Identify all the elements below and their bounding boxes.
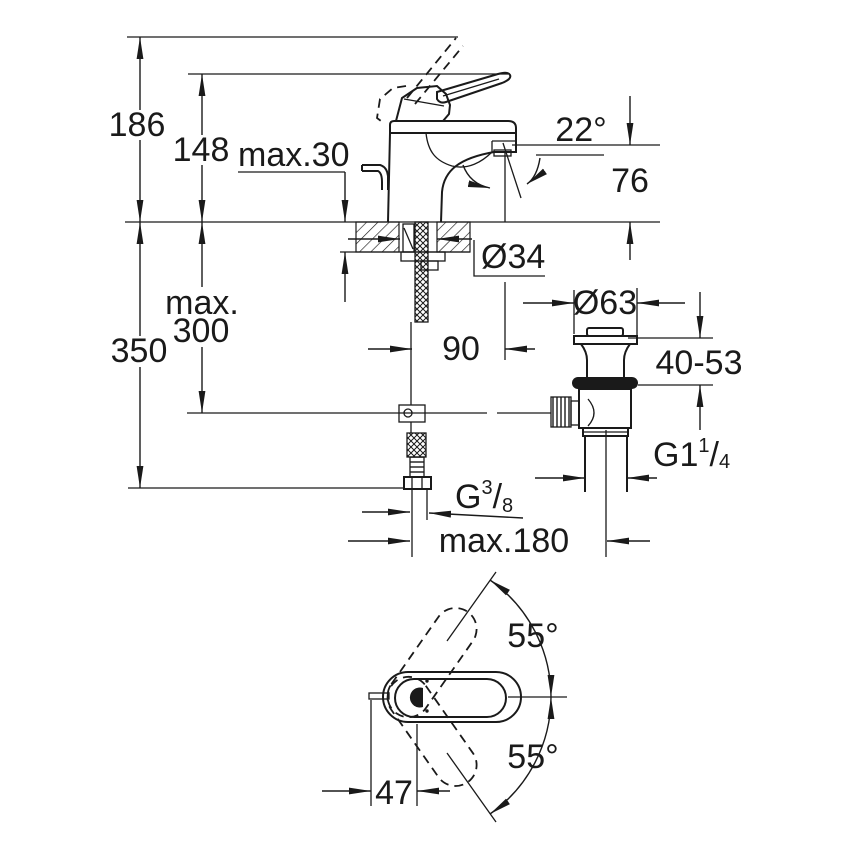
supply-hose bbox=[406, 432, 427, 458]
faucet-lever bbox=[394, 71, 512, 122]
top-view-drawing: 55° 55° 47 bbox=[322, 571, 567, 823]
pop-up-waste bbox=[550, 327, 638, 557]
deck-hatch-left bbox=[355, 221, 400, 253]
deck-hatch-right bbox=[436, 221, 471, 253]
label-overall-height: 186 bbox=[109, 106, 166, 144]
swing-up-arc bbox=[489, 579, 555, 698]
waste-flange-seal bbox=[572, 377, 638, 389]
faucet-lever-raised-dashed bbox=[376, 37, 464, 122]
label-deck-thickness: max.30 bbox=[238, 136, 350, 174]
swing-down-ray bbox=[446, 752, 497, 823]
label-basin-thickness-range: 40-53 bbox=[656, 344, 743, 382]
label-spout-tip-height: 148 bbox=[173, 131, 230, 169]
side-view-drawing: 186 148 max.30 22° 76 Ø34 Ø63 max. 300 3… bbox=[109, 36, 743, 560]
label-outlet-height: 76 bbox=[611, 162, 649, 200]
label-hose-depth-word: max. bbox=[165, 284, 239, 322]
spout-angle-construction bbox=[462, 142, 604, 360]
handle-dot-bottom bbox=[425, 709, 429, 713]
swing-down-arc bbox=[489, 696, 555, 815]
faucet-body bbox=[387, 120, 517, 223]
swing-up-ray bbox=[446, 571, 497, 642]
rod-coupling-nut bbox=[550, 396, 572, 428]
pull-rod-top-view bbox=[368, 692, 390, 700]
handle-swing-down-dashed bbox=[386, 675, 478, 787]
label-spout-angle: 22° bbox=[555, 111, 606, 149]
label-hose-depth-value: 300 bbox=[173, 312, 230, 350]
handle-logo-mark bbox=[409, 687, 423, 708]
label-supply-thread: G3/8 bbox=[455, 477, 513, 517]
label-waste-flange-diameter: Ø63 bbox=[573, 284, 637, 322]
handle-dot-top bbox=[425, 679, 429, 683]
label-waste-thread: G11/4 bbox=[653, 435, 730, 474]
label-supply-length: 350 bbox=[111, 332, 168, 370]
supply-hose-and-rod bbox=[398, 322, 432, 557]
label-handle-swing-down: 55° bbox=[507, 738, 558, 776]
hose-nut bbox=[403, 476, 432, 490]
mounting-shank bbox=[400, 221, 446, 323]
label-hole-diameter: Ø34 bbox=[481, 238, 545, 276]
label-spout-reach: 90 bbox=[442, 330, 480, 368]
aerator bbox=[493, 149, 512, 157]
dimension-lines bbox=[136, 37, 713, 545]
label-handle-offset: 47 bbox=[375, 774, 413, 812]
hose-connector bbox=[409, 456, 425, 478]
pull-rod-knob bbox=[361, 164, 389, 190]
label-drain-offset: max.180 bbox=[439, 522, 569, 560]
label-handle-swing-up: 55° bbox=[507, 617, 558, 655]
handle-swing-up-dashed bbox=[386, 607, 478, 719]
